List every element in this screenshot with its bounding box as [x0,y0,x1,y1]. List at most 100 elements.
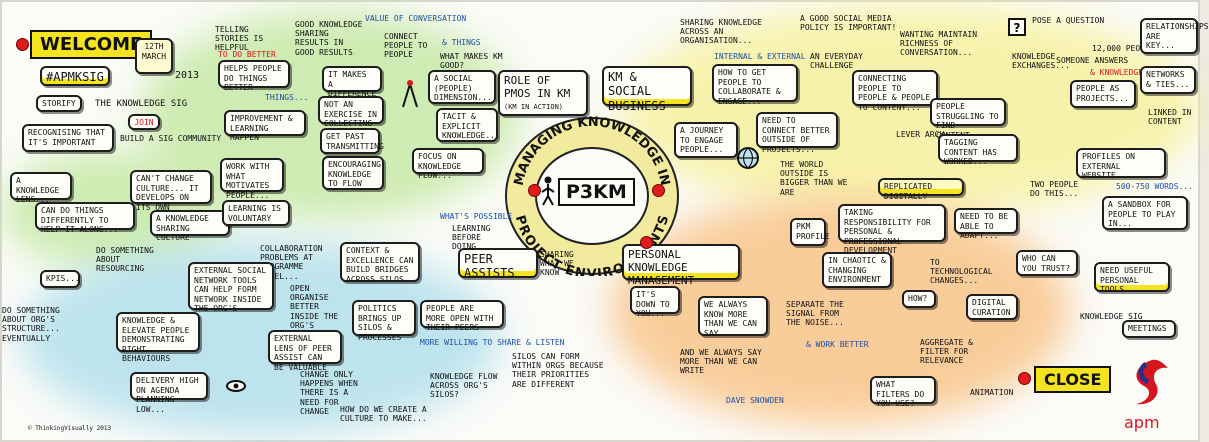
pkm-profile-box: PKM PROFILE [790,218,830,246]
change-only: CHANGE ONLY HAPPENS WHEN THERE IS A NEED… [300,370,358,416]
responsibility-box: TAKING RESPONSIBILITY FOR PERSONAL & PRO… [838,204,946,255]
people-projects-box: PEOPLE AS PROJECTS... [1070,80,1136,108]
sharing-what: SHARING WHAT WE KNOW [540,250,574,278]
svg-text:?: ? [1014,21,1021,35]
learning-before: LEARNING BEFORE DOING [452,224,491,252]
focus-knowledge-box: FOCUS ON KNOWLEDGE FLOW... [412,148,484,180]
knowledge-sig-note: THE KNOWLEDGE SIG [95,99,188,109]
good-knowledge: GOOD KNOWLEDGE SHARING RESULTS IN GOOD R… [295,20,363,57]
tech-changes: TO TECHNOLOGICAL CHANGES... [930,258,993,286]
helps-people-box: HELPS PEOPLE DO THINGS BETTER [218,60,290,92]
join-box: JOIN [128,114,160,130]
how-box: HOW? [902,290,936,308]
collaboration-problems: COLLABORATION PROBLEMS AT PROGRAMME LEVE… [260,244,323,281]
pose-question: POSE A QUESTION [1032,16,1105,25]
two-people: TWO PEOPLE DO THIS... [1030,180,1079,199]
red-dot-pkm [640,236,653,249]
learning-voluntary-box: LEARNING IS VOLUNTARY [222,200,290,226]
external-social-box: EXTERNAL SOCIAL NETWORK TOOLS CAN HELP F… [188,262,274,313]
internal-external: INTERNAL & EXTERNAL [714,52,806,61]
date-year: 2013 [175,70,200,81]
meetings-box: MEETINGS [1122,320,1176,338]
create-culture: HOW DO WE CREATE A CULTURE TO MAKE... [340,405,427,424]
connect-people: CONNECT PEOPLE TO PEOPLE [384,32,428,60]
something-resources: DO SOMETHING ABOUT RESOURCING [96,246,154,274]
p3km-logo: P3KM [558,178,635,206]
encouraging-box: ENCOURAGING KNOWLEDGE TO FLOW [322,156,384,190]
question-icon: ? [1008,18,1026,36]
silos-form: SILOS CAN FORM WITHIN ORGS BECAUSE THEIR… [512,352,604,389]
aggregate-note: AGGREGATE & FILTER FOR RELEVANCE [920,338,973,366]
separate-signal: SEPARATE THE SIGNAL FROM THE NOISE... [786,300,844,328]
someone-answers: SOMEONE ANSWERS [1056,56,1129,65]
eye-icon [226,380,246,392]
date-calendar: 12th MARCH [135,38,173,74]
km-social-box: KM & SOCIAL BUSINESS [602,66,692,113]
people-count: 12,000 PEOPLE [1092,44,1155,53]
networks-box: NETWORKS & TIES... [1140,66,1196,94]
we-know-box: WE ALWAYS KNOW MORE THAN WE CAN SAY [698,296,768,338]
need-adapt-box: NEED TO BE ABLE TO ADAPT... [954,208,1018,240]
wanting-maintain: WANTING MAINTAIN RICHNESS OF CONVERSATIO… [900,30,978,58]
sharing-across: SHARING KNOWLEDGE ACROSS AN ORGANISATION… [680,18,762,46]
role-of-pmos-title: ROLE OF PMOS IN KM [504,74,571,101]
everyday-challenge: AN EVERYDAY CHALLENGE [810,52,863,71]
knowledge-exchanges: KNOWLEDGE EXCHANGES... [1012,52,1070,71]
external-lens-box: EXTERNAL LENS OF PEER ASSIST CAN BE VALU… [268,330,342,372]
good-social-media: A GOOD SOCIAL MEDIA POLICY IS IMPORTANT! [800,14,897,33]
we-say: AND WE ALWAYS SAY MORE THAN WE CAN WRITE [680,348,762,376]
knowledge-lens-box: A KNOWLEDGE LENS... [10,172,72,204]
struggling-box: PEOPLE STRUGGLING TO FIND CONTENT... [930,98,1006,140]
things-label: & THINGS [442,38,481,47]
more-willing: MORE WILLING TO SHARE & LISTEN [420,338,565,347]
storify-box: STORIFY [36,95,82,112]
apm-logo [1122,356,1178,414]
red-dot-left [528,184,541,197]
red-dot-close [1018,372,1031,385]
work-better: & WORK BETTER [806,340,869,349]
knowledge-flow-orgs: KNOWLEDGE FLOW ACROSS ORG'S SILOS? [430,372,498,400]
who-trust-box: WHO CAN YOU TRUST? [1016,250,1078,276]
telling-stories: TELLING STORIES IS HELPFUL [215,25,264,53]
words-note: 500-750 WORDS... [1116,182,1194,191]
kpis-box: KPIs... [40,270,80,288]
work-with-box: WORK WITH WHAT MOTIVATES PEOPLE... [220,158,284,200]
whats-possible: WHAT'S POSSIBLE [440,212,513,221]
journey-box: A JOURNEY TO ENGAGE PEOPLE... [674,122,738,158]
digital-curation-box: DIGITAL CURATION [966,294,1018,320]
tagging-box: TAGGING CONTENT HAS WORKED... [938,134,1018,166]
replicated-box: REPLICATED DIGITALLY [878,178,964,201]
what-makes-km-good: WHAT MAKES KM GOOD? [440,52,503,71]
animation-note: ANIMATION [970,388,1014,397]
politics-box: POLITICS BRINGS UP SILOS & PROCESSES [352,300,416,342]
profiles-box: PROFILES ON EXTERNAL WEBSITE... [1076,148,1166,180]
close-banner: CLOSE [1034,366,1112,393]
sandbox-box: A SANDBOX FOR PEOPLE TO PLAY IN... [1102,196,1188,230]
role-of-pmos-box: ROLE OF PMOS IN KM (KM IN ACTION) [498,70,588,116]
improvement-box: IMPROVEMENT & LEARNING HAPPEN [224,110,306,142]
red-dot-right [652,184,665,197]
need-connect-box: NEED TO CONNECT BETTER OUTSIDE OF PROJEC… [756,112,838,154]
recognising-box: RECOGNISING THAT IT'S IMPORTANT [22,124,114,152]
elevate-people-box: KNOWLEDGE & ELEVATE PEOPLE DEMONSTRATING… [116,312,200,363]
transmitter-icon [400,78,420,108]
person-figure [540,176,556,206]
delivery-agenda-box: DELIVERY HIGH ON AGENDA PLANNING LOW... [130,372,208,414]
not-exercise-box: NOT AN EXERCISE IN COLLECTING [318,96,384,128]
relationships-box: RELATIONSHIPS ARE KEY... [1140,18,1209,54]
sharing-culture-box: A KNOWLEDGE SHARING CULTURE [150,210,230,242]
people-open-box: PEOPLE ARE MORE OPEN WITH THEIR PEERS [420,300,504,332]
peer-assists-box: PEER ASSISTS [458,248,538,280]
get-past-box: GET PAST TRANSMITTING [320,128,384,154]
globe-icon [736,146,760,170]
how-collaborate-box: HOW TO GET PEOPLE TO COLLABORATE & ENGAG… [712,64,798,106]
hashtag: #APMKSIG [40,66,110,86]
useful-tools-box: NEED USEFUL PERSONAL TOOLS [1094,262,1170,294]
makes-difference-box: IT MAKES A DIFFERENCE [322,66,382,98]
date-day: 12th [144,42,164,51]
red-dot [16,38,29,51]
do-differently-box: CAN DO THINGS DIFFERENTLY TO HELP IT ALO… [35,202,135,234]
knowledge-sig-label: KNOWLEDGE SIG [1080,312,1143,321]
cant-change-culture-box: CAN'T CHANGE CULTURE... IT DEVELOPS ON I… [130,170,212,212]
